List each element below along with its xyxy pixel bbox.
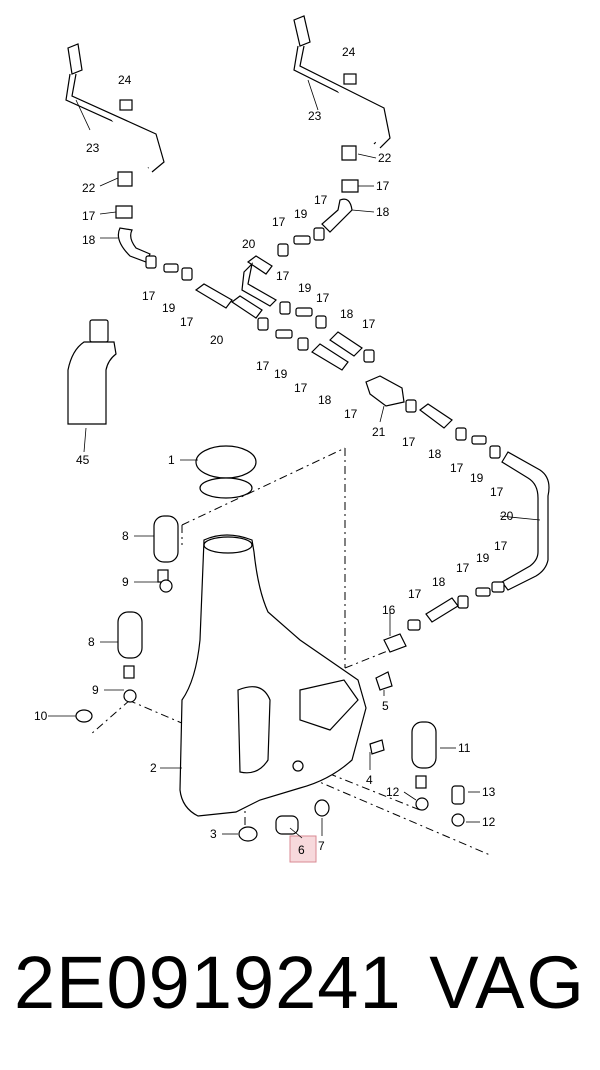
left-washer-hose [65,43,349,371]
callout-4: 4 [366,773,373,787]
brand-name: VAG [429,941,586,1024]
callout-23-left: 23 [86,141,100,155]
callout-19-lower: 19 [476,551,490,565]
callout-17-r3: 17 [276,269,290,283]
callout-17-lower-b: 17 [456,561,470,575]
callout-19-left: 19 [162,301,176,315]
callout-8-lower: 8 [88,635,95,649]
fluid-bottle [67,319,117,425]
callout-20-r: 20 [242,237,256,251]
callout-24-left: 24 [118,73,132,87]
callout-8-upper: 8 [122,529,129,543]
callout-17-r6: 17 [256,359,270,373]
callout-18-r3: 18 [318,393,332,407]
callout-17-lower-a: 17 [494,539,508,553]
callout-20-left: 20 [210,333,224,347]
callout-5: 5 [382,699,389,713]
callout-17-r8: 17 [344,407,358,421]
callout-17-r1: 17 [272,215,286,229]
callout-19-r3: 19 [274,367,288,381]
callout-1: 1 [168,453,175,467]
washer-reservoir [179,445,367,817]
part-number: 2E0919241 [14,941,402,1024]
callout-3: 3 [210,827,217,841]
callout-17-lower-c: 17 [408,587,422,601]
callout-45: 45 [76,453,90,467]
small-parts [275,671,393,863]
callout-22-left: 22 [82,181,96,195]
callout-12-right: 12 [482,815,496,829]
callout-17-r2: 17 [314,193,328,207]
callout-22-right: 22 [378,151,392,165]
callout-10: 10 [34,709,48,723]
callout-labels: 24 23 22 17 18 17 19 17 20 24 23 22 17 1… [34,45,514,857]
callout-18-r4: 18 [428,447,442,461]
callout-17-r11: 17 [490,485,504,499]
callout-17-r7: 17 [294,381,308,395]
callout-9-upper: 9 [122,575,129,589]
callout-9-lower: 9 [92,683,99,697]
callout-18-r2: 18 [340,307,354,321]
callout-17-r5: 17 [362,317,376,331]
footer: 2E0919241 VAG [0,940,600,1030]
callout-23-right: 23 [308,109,322,123]
callout-19-r4: 19 [470,471,484,485]
callout-17-left-a: 17 [82,209,96,223]
callout-17-r10: 17 [450,461,464,475]
callout-13: 13 [482,785,496,799]
callout-20-lower: 20 [500,509,514,523]
washer-pumps [75,515,465,842]
callout-17-left-c: 17 [180,315,194,329]
highlighted-part-6-box [289,835,317,863]
callout-11: 11 [458,741,471,755]
callout-17-right-a: 17 [376,179,390,193]
callout-7: 7 [318,839,325,853]
callout-21: 21 [372,425,386,439]
callout-18-lower: 18 [432,575,446,589]
callout-16: 16 [382,603,396,617]
callout-19-r1: 19 [294,207,308,221]
callout-2: 2 [150,761,157,775]
callout-17-r4: 17 [316,291,330,305]
callout-6: 6 [298,843,305,857]
right-washer-hose [241,15,550,653]
callout-12-left: 12 [386,785,400,799]
callout-18-right: 18 [376,205,390,219]
leader-lines [48,79,541,839]
callout-17-left-b: 17 [142,289,156,303]
callout-18-left: 18 [82,233,96,247]
callout-17-r9: 17 [402,435,416,449]
callout-19-r2: 19 [298,281,312,295]
callout-24-right: 24 [342,45,356,59]
